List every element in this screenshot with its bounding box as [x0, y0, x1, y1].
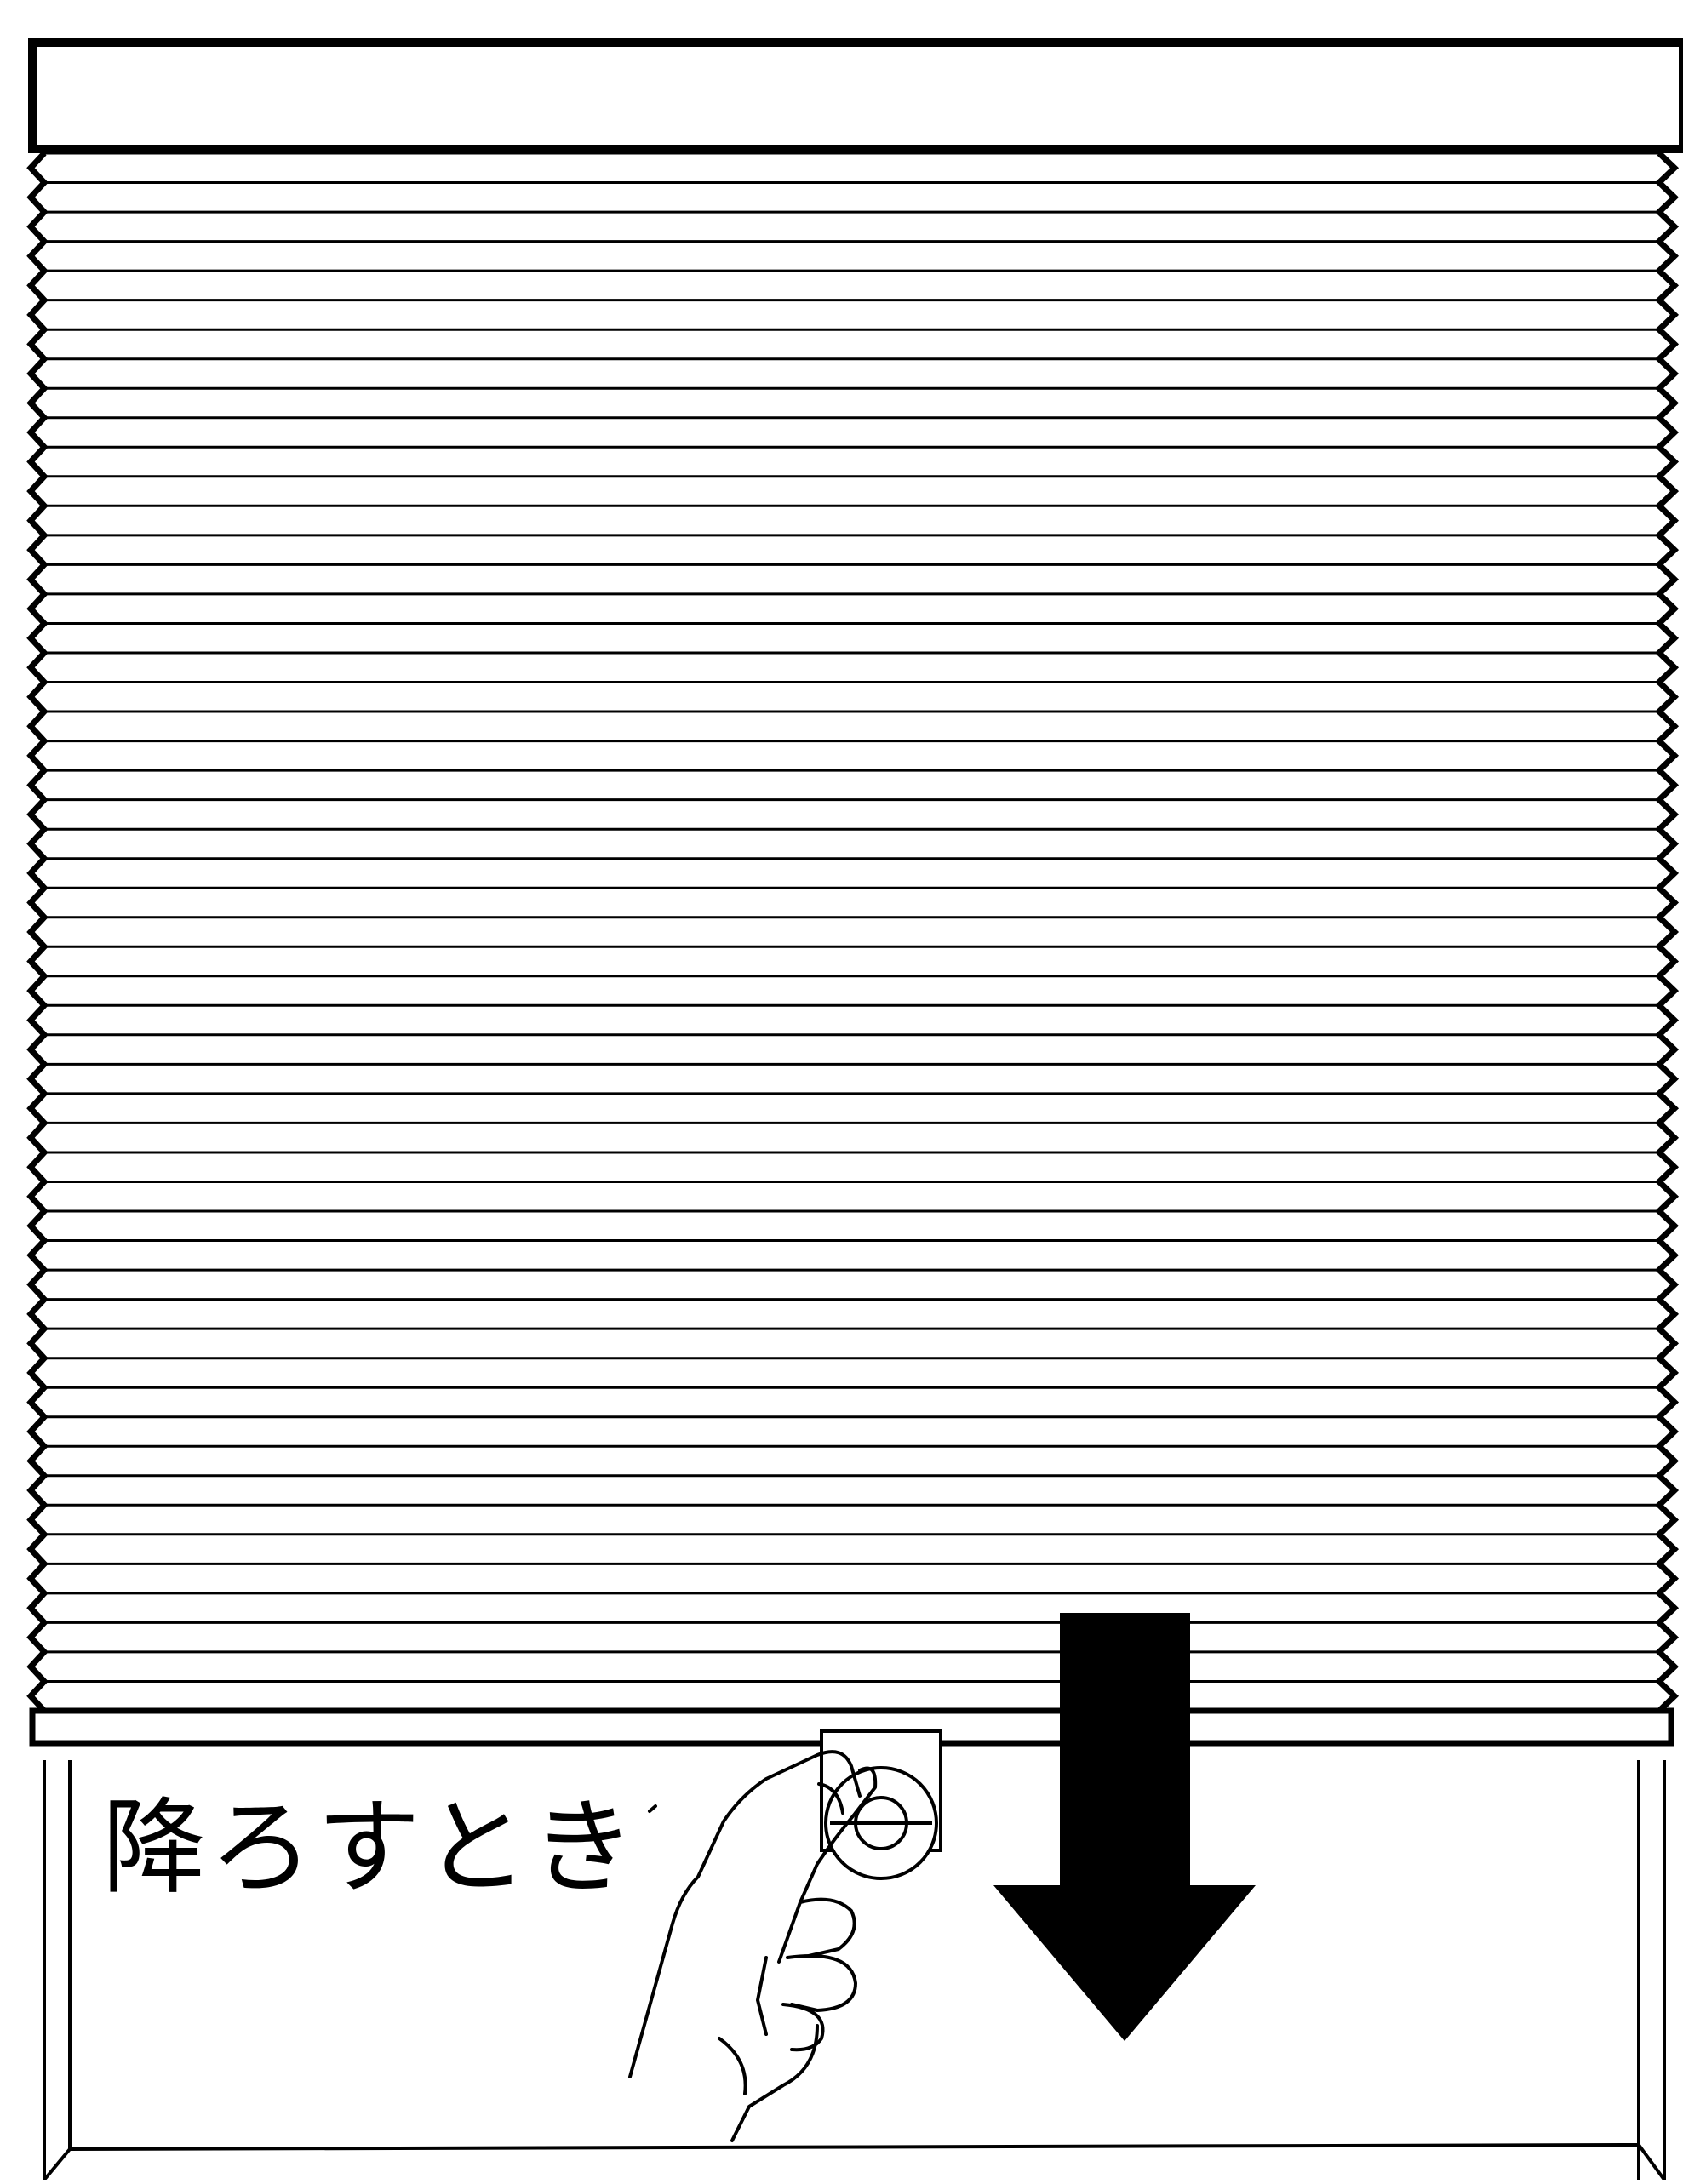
fabric-right-edge — [1654, 151, 1680, 1713]
pull-knob-icon — [820, 1729, 942, 1880]
window-frame — [43, 1760, 1666, 2181]
arrow-down-icon — [993, 1613, 1256, 2041]
pleated-fabric — [26, 151, 1680, 1713]
head-rail — [28, 38, 1683, 153]
fabric-left-edge — [26, 151, 49, 1713]
hand-icon — [628, 1750, 878, 2142]
fabric-background — [32, 153, 1671, 1711]
caption-label: 降ろすとき — [102, 1787, 638, 1908]
